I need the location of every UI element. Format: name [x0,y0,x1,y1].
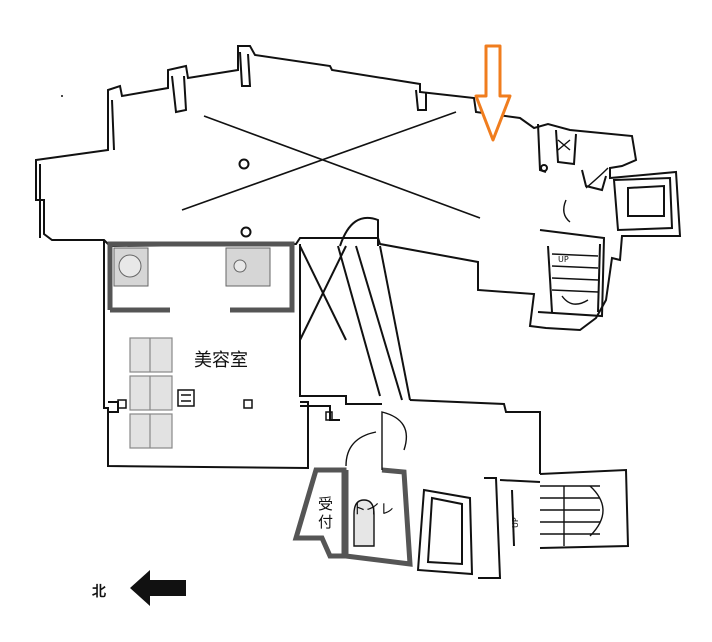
stairs-up-label-upper: UP [558,255,569,264]
speck-mark [61,95,63,97]
sink-unit [225,247,271,287]
reception-label-line2: 付 [318,513,333,531]
salon-label: 美容室 [194,350,248,371]
lower-right-walls [416,468,630,579]
lower-staircase [540,485,604,546]
door-swings-upper [563,167,609,223]
north-label: 北 [92,584,106,600]
reception-label-line1: 受 [318,495,333,513]
shampoo-fixtures [113,247,271,287]
salon-small-fixtures [117,389,333,421]
entrance-arrow-icon [474,44,512,142]
north-arrow-icon [130,570,186,606]
north-indicator: 北 [92,570,186,606]
salon-chairs [129,337,173,449]
upper-hall-walls [35,45,682,332]
void-cross-mark [181,111,481,219]
central-corridor [299,216,541,474]
stairs-up-label-lower: UP [511,517,520,528]
toilet-label: トイレ [352,502,394,518]
column-markers [238,158,548,238]
salon-partition-walls [107,241,295,313]
upper-staircase [551,139,599,305]
toilet-fixtures [345,411,408,547]
reception-toilet-walls [292,467,413,567]
